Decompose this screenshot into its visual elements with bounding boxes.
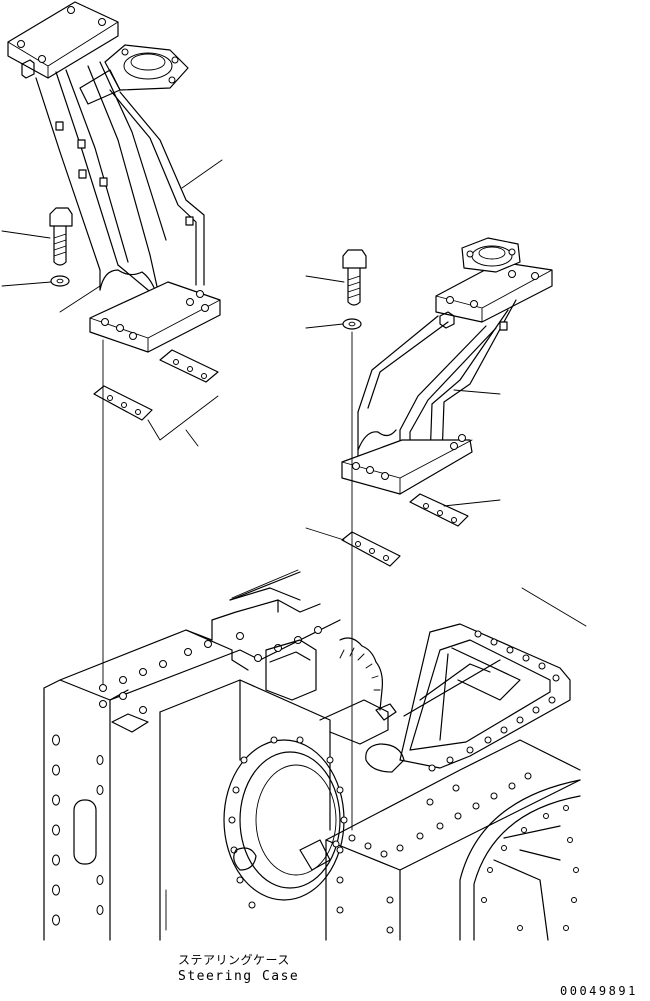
steering-case-label-english: Steering Case bbox=[178, 969, 300, 984]
left-shim-lower-icon bbox=[93, 385, 153, 421]
left-mounting-bracket-icon bbox=[7, 1, 221, 353]
left-shim-upper-icon bbox=[159, 349, 219, 383]
right-shim-lower-icon bbox=[341, 531, 401, 567]
left-washer-icon bbox=[50, 275, 70, 287]
drawing-number: 00049891 bbox=[560, 984, 638, 998]
right-shim-upper-icon bbox=[409, 493, 469, 527]
left-bolt-icon bbox=[49, 207, 73, 266]
steering-case-label-japanese: ステアリングケース bbox=[178, 953, 290, 967]
right-bolt-icon bbox=[342, 249, 367, 306]
right-washer-icon bbox=[342, 318, 362, 330]
steering-case-icon bbox=[43, 569, 587, 941]
right-mounting-bracket-icon bbox=[341, 237, 553, 495]
